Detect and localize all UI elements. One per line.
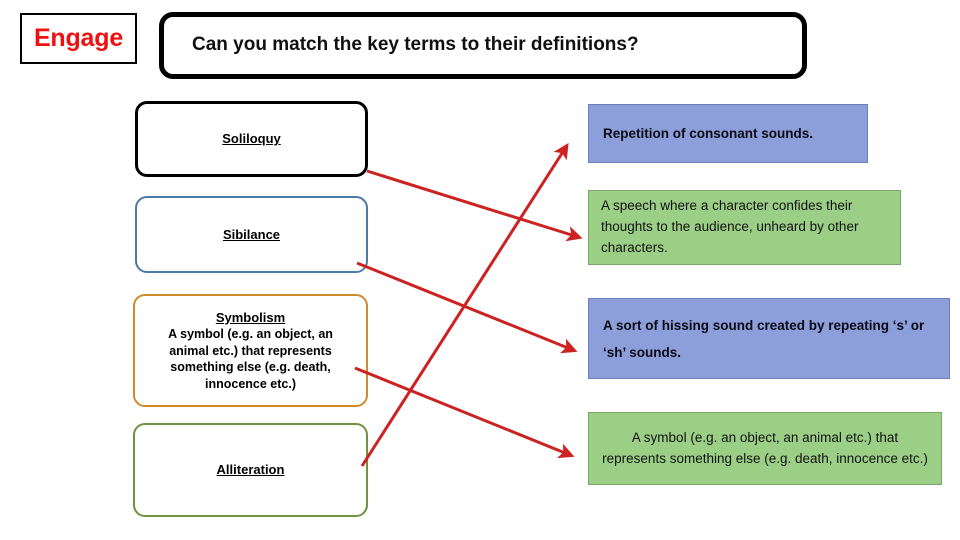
term-card-sibilance[interactable]: Sibilance — [135, 196, 368, 273]
definition-text: Repetition of consonant sounds. — [603, 126, 813, 141]
definition-text: A symbol (e.g. an object, an animal etc.… — [602, 429, 928, 466]
connector-alliteration-to-consonant — [360, 142, 569, 467]
term-definition-text: A symbol (e.g. an object, an animal etc.… — [168, 327, 333, 391]
definition-text: A sort of hissing sound created by repea… — [603, 317, 925, 360]
term-label: Sibilance — [222, 226, 281, 242]
page-title: Can you match the key terms to their def… — [192, 34, 639, 56]
definition-card-hissing[interactable]: A sort of hissing sound created by repea… — [588, 298, 950, 379]
question-title-box: Can you match the key terms to their def… — [159, 12, 807, 79]
term-label: Alliteration — [216, 462, 285, 478]
term-label: Symbolism — [215, 309, 286, 325]
connector-symbolism-to-symbol — [354, 366, 575, 459]
term-card-symbolism[interactable]: Symbolism A symbol (e.g. an object, an a… — [133, 294, 368, 407]
engage-badge-label: Engage — [33, 24, 124, 52]
definition-card-symbol[interactable]: A symbol (e.g. an object, an animal etc.… — [588, 412, 942, 485]
term-label: Soliloquy — [222, 131, 281, 147]
definition-text: A speech where a character confides thei… — [601, 198, 859, 255]
definition-card-consonant[interactable]: Repetition of consonant sounds. — [588, 104, 868, 163]
connector-soliloquy-to-speech — [366, 169, 583, 242]
term-card-alliteration[interactable]: Alliteration — [133, 423, 368, 517]
term-card-soliloquy[interactable]: Soliloquy — [135, 101, 368, 177]
definition-card-speech[interactable]: A speech where a character confides thei… — [588, 190, 901, 265]
connector-sibilance-to-hissing — [356, 261, 578, 354]
engage-badge: Engage — [20, 13, 137, 64]
